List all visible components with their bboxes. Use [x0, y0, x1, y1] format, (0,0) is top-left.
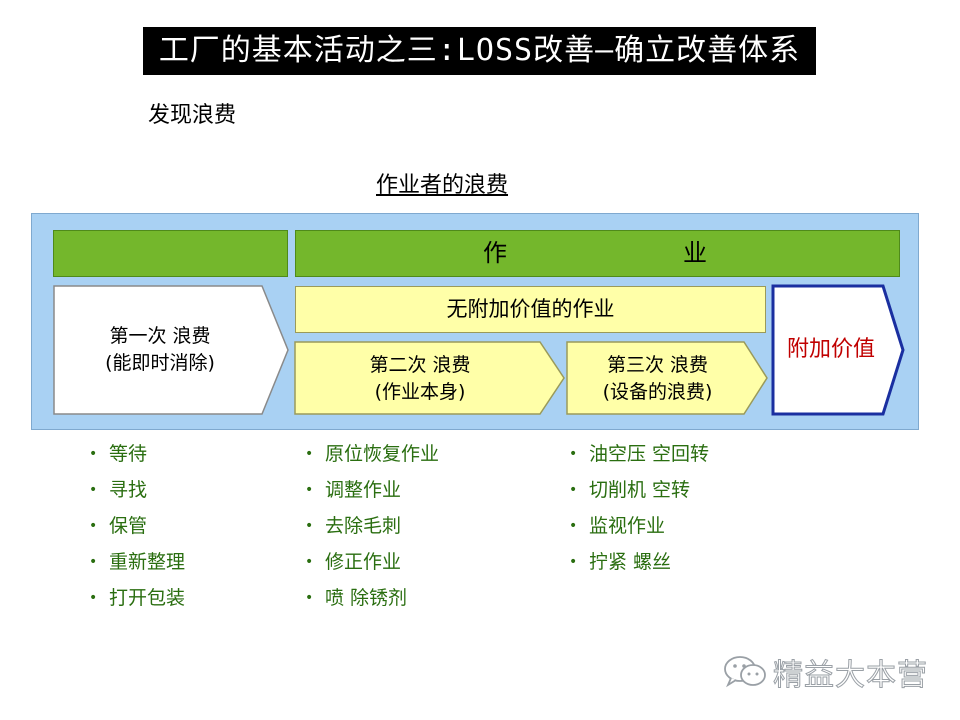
bullet-dot-icon: •	[89, 554, 98, 570]
third-waste-line1: 第三次 浪费	[606, 354, 709, 376]
list-item: •打开包装	[87, 580, 185, 616]
bullet-dot-icon: •	[89, 482, 98, 498]
bullet-dot-icon: •	[305, 590, 314, 606]
green-bar-blank	[53, 230, 288, 277]
bullet-list-second-waste: •原位恢复作业 •调整作业 •去除毛刺 •修正作业 •喷 除锈剂	[303, 436, 439, 616]
bullet-dot-icon: •	[305, 518, 314, 534]
work-bar: 作 业	[295, 230, 900, 277]
first-waste-label: 第一次 浪费 (能即时消除)	[60, 323, 260, 377]
bullet-dot-icon: •	[305, 554, 314, 570]
list-item: •去除毛刺	[303, 508, 439, 544]
third-waste-label: 第三次 浪费 (设备的浪费)	[570, 352, 745, 406]
bullet-dot-icon: •	[569, 518, 578, 534]
watermark-text: 精益大本营	[773, 658, 928, 694]
work-bar-char-2: 业	[683, 239, 707, 267]
bullet-dot-icon: •	[89, 590, 98, 606]
list-item: •寻找	[87, 472, 185, 508]
bullet-list-first-waste: •等待 •寻找 •保管 •重新整理 •打开包装	[87, 436, 185, 616]
first-waste-arrow	[53, 285, 289, 415]
bullet-list-third-waste: •油空压 空回转 •切削机 空转 •监视作业 •拧紧 螺丝	[567, 436, 709, 580]
value-added-arrow	[771, 284, 905, 416]
work-bar-char-1: 作	[483, 239, 507, 267]
third-waste-arrow	[566, 341, 768, 415]
panel-title: 作业者的浪费	[376, 173, 509, 198]
list-item: •喷 除锈剂	[303, 580, 439, 616]
list-item: •原位恢复作业	[303, 436, 439, 472]
bullet-dot-icon: •	[305, 482, 314, 498]
third-waste-line2: (设备的浪费)	[602, 381, 713, 403]
bullet-dot-icon: •	[305, 446, 314, 462]
list-item: •修正作业	[303, 544, 439, 580]
second-waste-label: 第二次 浪费 (作业本身)	[300, 352, 540, 406]
list-item: •重新整理	[87, 544, 185, 580]
bullet-dot-icon: •	[569, 446, 578, 462]
value-added-label: 附加价值	[786, 337, 875, 362]
first-waste-line1: 第一次 浪费	[109, 325, 211, 347]
second-waste-line1: 第二次 浪费	[369, 354, 471, 376]
watermark: 精益大本营	[723, 652, 928, 694]
list-item: •等待	[87, 436, 185, 472]
second-waste-arrow	[294, 341, 565, 415]
non-value-added-box: 无附加价值的作业	[295, 286, 766, 333]
bullet-dot-icon: •	[89, 446, 98, 462]
list-item: •保管	[87, 508, 185, 544]
list-item: •拧紧 螺丝	[567, 544, 709, 580]
bullet-dot-icon: •	[569, 482, 578, 498]
list-item: •监视作业	[567, 508, 709, 544]
second-waste-line2: (作业本身)	[374, 381, 466, 403]
chat-bubbles-icon	[724, 656, 766, 688]
list-item: •油空压 空回转	[567, 436, 709, 472]
page-title: 工厂的基本活动之三:LOSS改善—确立改善体系	[143, 27, 816, 75]
bullet-dot-icon: •	[569, 554, 578, 570]
bullet-dot-icon: •	[89, 518, 98, 534]
first-waste-line2: (能即时消除)	[105, 352, 215, 374]
list-item: •调整作业	[303, 472, 439, 508]
section-subtitle: 发现浪费	[148, 103, 237, 128]
list-item: •切削机 空转	[567, 472, 709, 508]
